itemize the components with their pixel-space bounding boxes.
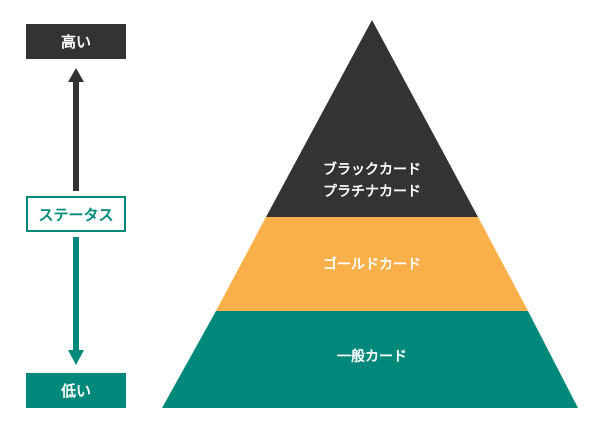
status-label-box: ステータス bbox=[26, 196, 126, 232]
tier-middle-label: ゴールドカード bbox=[323, 256, 421, 273]
pyramid-tier-middle bbox=[216, 217, 528, 311]
tier-bottom-label: 一般カード bbox=[337, 348, 407, 365]
tier-top-line-1: ブラックカード bbox=[323, 161, 421, 178]
low-label-box: 低い bbox=[26, 373, 126, 408]
high-label-box: 高い bbox=[26, 24, 126, 59]
pyramid-tier-top bbox=[266, 20, 478, 217]
pyramid-tier-bottom bbox=[162, 311, 578, 408]
tier-top-line-2: プラチナカード bbox=[323, 184, 421, 200]
up-arrow-head-icon bbox=[68, 68, 84, 82]
down-arrow-head-icon bbox=[68, 350, 84, 365]
